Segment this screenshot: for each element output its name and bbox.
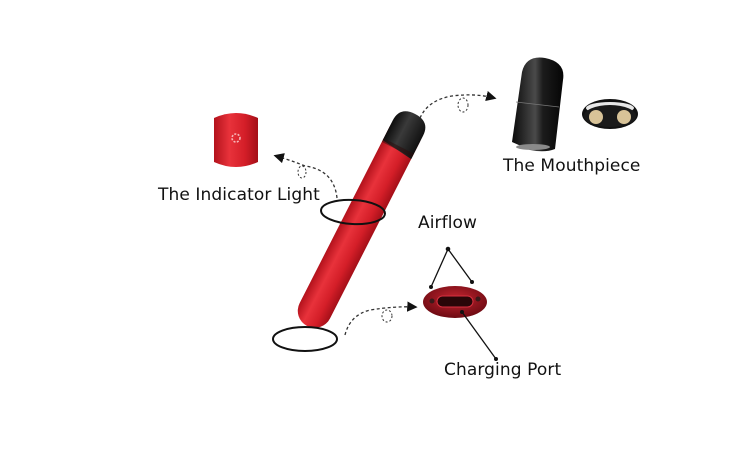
charging-port-label: Charging Port <box>444 360 562 380</box>
indicator-light-highlight <box>320 198 386 226</box>
mouthpiece-arrow <box>419 90 497 119</box>
vape-device <box>297 111 426 328</box>
mouthpiece-label: The Mouthpiece <box>503 156 641 176</box>
bottom-highlight <box>272 326 338 352</box>
indicator-light-inset <box>214 113 258 167</box>
mouthpiece-inset <box>512 57 564 152</box>
indicator-light-icon <box>231 133 241 143</box>
device-bottom-inset <box>423 286 487 318</box>
mouthpiece-bottom-inset <box>582 99 638 129</box>
bottom-arrow <box>344 301 418 336</box>
airflow-label: Airflow <box>418 213 478 233</box>
charging-port-leader <box>460 310 498 361</box>
indicator-light-label: The Indicator Light <box>158 185 320 205</box>
airflow-leaders <box>429 246 474 289</box>
